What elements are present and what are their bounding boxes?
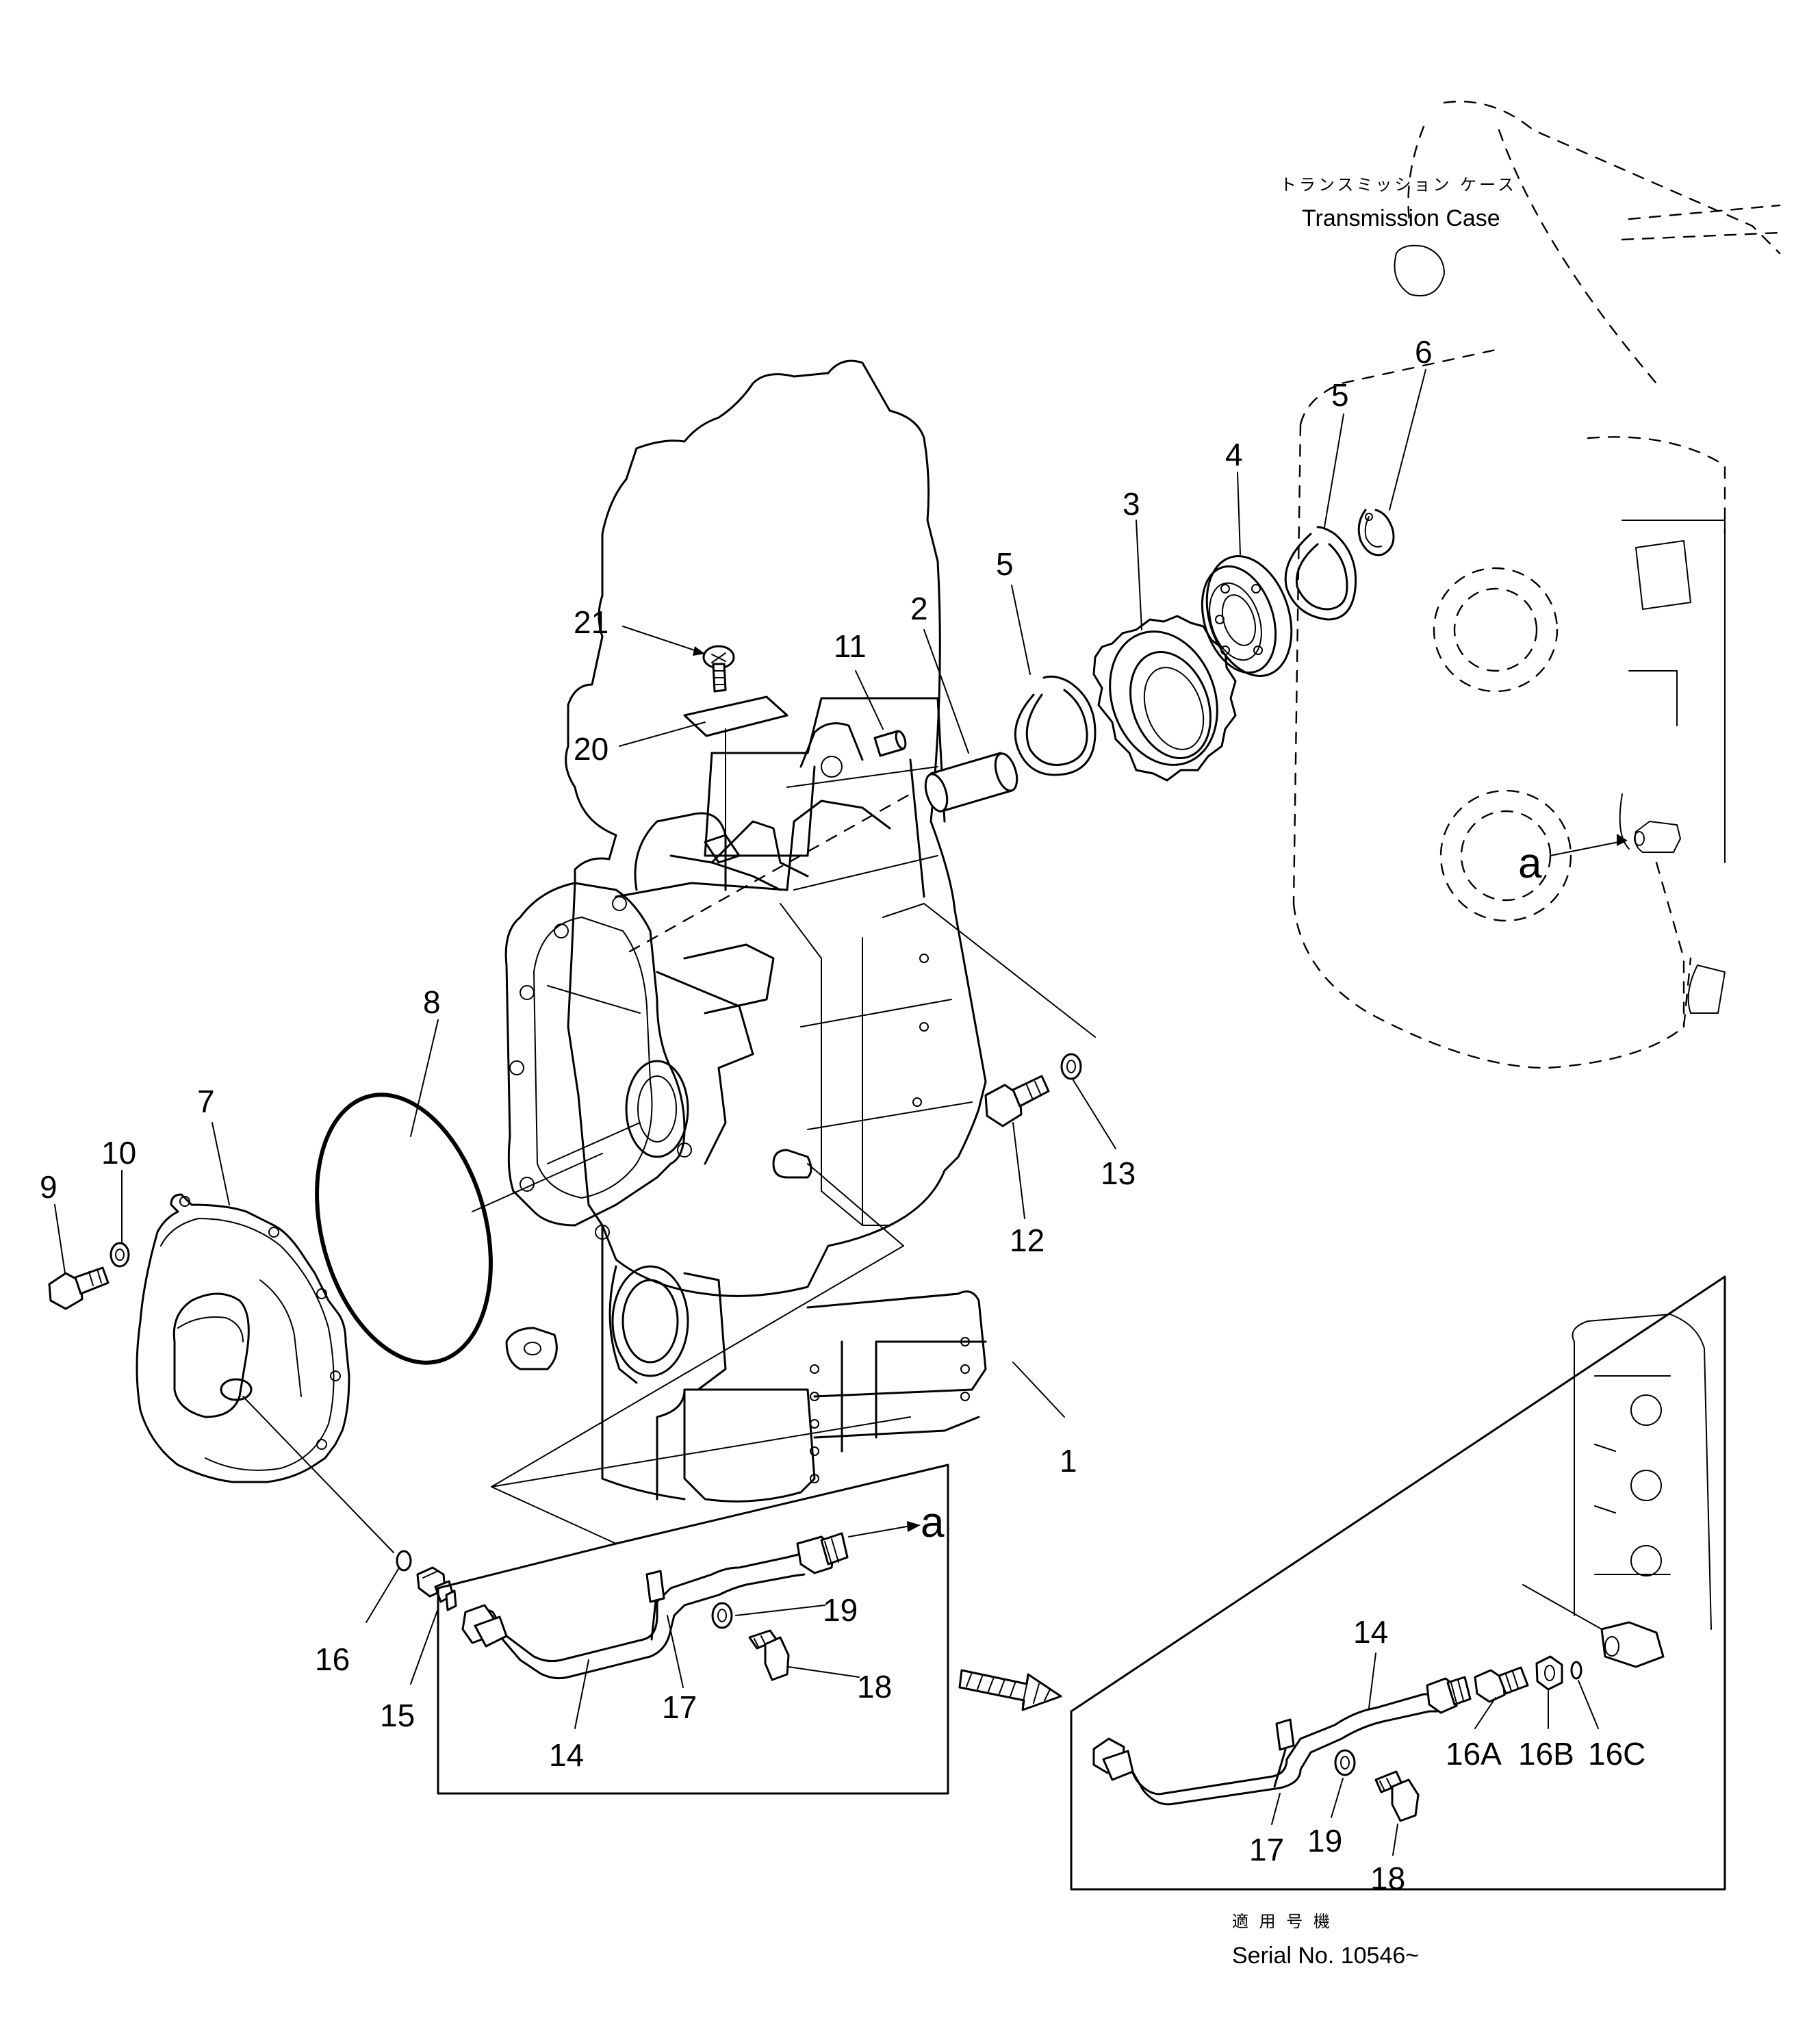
callout-18-left: 18 xyxy=(857,1669,892,1704)
callout-16C: 16C xyxy=(1588,1736,1645,1772)
part-9-bolt xyxy=(48,1266,110,1310)
part-19-washer-right xyxy=(1334,1749,1356,1776)
part-17-clip-right xyxy=(1273,1718,1295,1788)
part-18-bolt-left xyxy=(748,1629,790,1681)
part-5-snap-ring-right xyxy=(1284,526,1357,621)
transmission-case-jp: トランスミッション ケース xyxy=(1280,175,1517,194)
callout-14-left: 14 xyxy=(549,1737,584,1773)
inset-left-frame xyxy=(437,1416,949,1795)
callout-18-right: 18 xyxy=(1370,1861,1405,1896)
callout-14-right: 14 xyxy=(1353,1614,1388,1650)
main-housing xyxy=(504,359,987,1503)
part-16A-adapter xyxy=(1474,1666,1529,1703)
part-11-dowel-pin xyxy=(873,730,907,757)
callout-15: 15 xyxy=(380,1698,415,1733)
callout-5-left: 5 xyxy=(996,546,1014,582)
part-3-gear xyxy=(1092,615,1237,782)
part-12-bolt xyxy=(984,1075,1050,1127)
part-17-clip-left xyxy=(645,1570,665,1641)
reference-labels: a a xyxy=(921,840,1542,1546)
part-16B-nut xyxy=(1535,1655,1563,1691)
part-14-pipe-right xyxy=(1092,1676,1472,1806)
part-18-bolt-right xyxy=(1374,1770,1420,1822)
leader-lines xyxy=(54,369,1628,1856)
callout-16B: 16B xyxy=(1518,1736,1574,1772)
callout-19-left: 19 xyxy=(823,1592,858,1628)
transmission-case-caption: トランスミッション ケース Transmission Case xyxy=(1280,175,1517,231)
callout-16A: 16A xyxy=(1446,1736,1502,1772)
part-8-o-ring xyxy=(315,1093,493,1365)
callout-numbers: 1 2 3 4 5 5 6 7 8 9 10 11 12 13 14 14 15… xyxy=(40,334,1645,1896)
transmission-case-outline xyxy=(1292,101,1781,1069)
callout-10: 10 xyxy=(101,1135,136,1171)
serial-caption: 適 用 号 機 Serial No. 10546~ xyxy=(1232,1912,1419,1969)
serial-jp: 適 用 号 機 xyxy=(1232,1912,1333,1931)
callout-9: 9 xyxy=(40,1169,57,1205)
part-6-circlip xyxy=(1357,509,1395,557)
callout-2: 2 xyxy=(910,591,928,626)
serial-en: Serial No. 10546~ xyxy=(1232,1943,1419,1969)
part-7-cover xyxy=(136,1193,350,1483)
part-5-snap-ring-left xyxy=(1014,675,1097,776)
inset-right-frame xyxy=(1070,1275,1726,1891)
callout-5-right: 5 xyxy=(1331,377,1349,413)
part-4-bearing xyxy=(1201,555,1293,677)
callout-7: 7 xyxy=(197,1084,215,1119)
callout-11: 11 xyxy=(834,628,867,664)
callout-19-right: 19 xyxy=(1307,1823,1342,1859)
callout-6: 6 xyxy=(1415,334,1433,370)
part-13-washer xyxy=(1060,1053,1082,1080)
hatched-arrow xyxy=(958,1669,1062,1711)
part-10-washer xyxy=(110,1242,130,1268)
part-2-dowel-tube xyxy=(924,752,1018,813)
callout-3: 3 xyxy=(1123,486,1140,522)
callout-21: 21 xyxy=(574,604,608,640)
callout-4: 4 xyxy=(1225,437,1243,472)
transmission-case-en: Transmission Case xyxy=(1302,205,1500,231)
part-19-washer-left xyxy=(711,1602,733,1629)
callout-17-left: 17 xyxy=(662,1689,697,1725)
arrow-label-a-case: a xyxy=(1518,840,1542,887)
arrow-a-pipe xyxy=(848,1521,921,1537)
callout-20: 20 xyxy=(574,731,608,767)
part-15-fitting xyxy=(416,1566,457,1611)
callout-16: 16 xyxy=(315,1642,350,1677)
callout-8: 8 xyxy=(423,984,441,1020)
callout-12: 12 xyxy=(1010,1223,1044,1258)
arrow-label-a-pipe: a xyxy=(921,1499,945,1546)
inset-right-case-detail xyxy=(1522,1314,1712,1668)
part-16-o-ring xyxy=(396,1550,412,1572)
callout-13: 13 xyxy=(1101,1155,1136,1191)
callout-1: 1 xyxy=(1060,1443,1077,1479)
callout-17-right: 17 xyxy=(1249,1832,1284,1867)
part-21-screw xyxy=(702,645,735,693)
part-16C-o-ring xyxy=(1570,1661,1582,1680)
part-20-name-plate xyxy=(683,695,789,737)
part-14-pipe-left xyxy=(461,1532,849,1680)
